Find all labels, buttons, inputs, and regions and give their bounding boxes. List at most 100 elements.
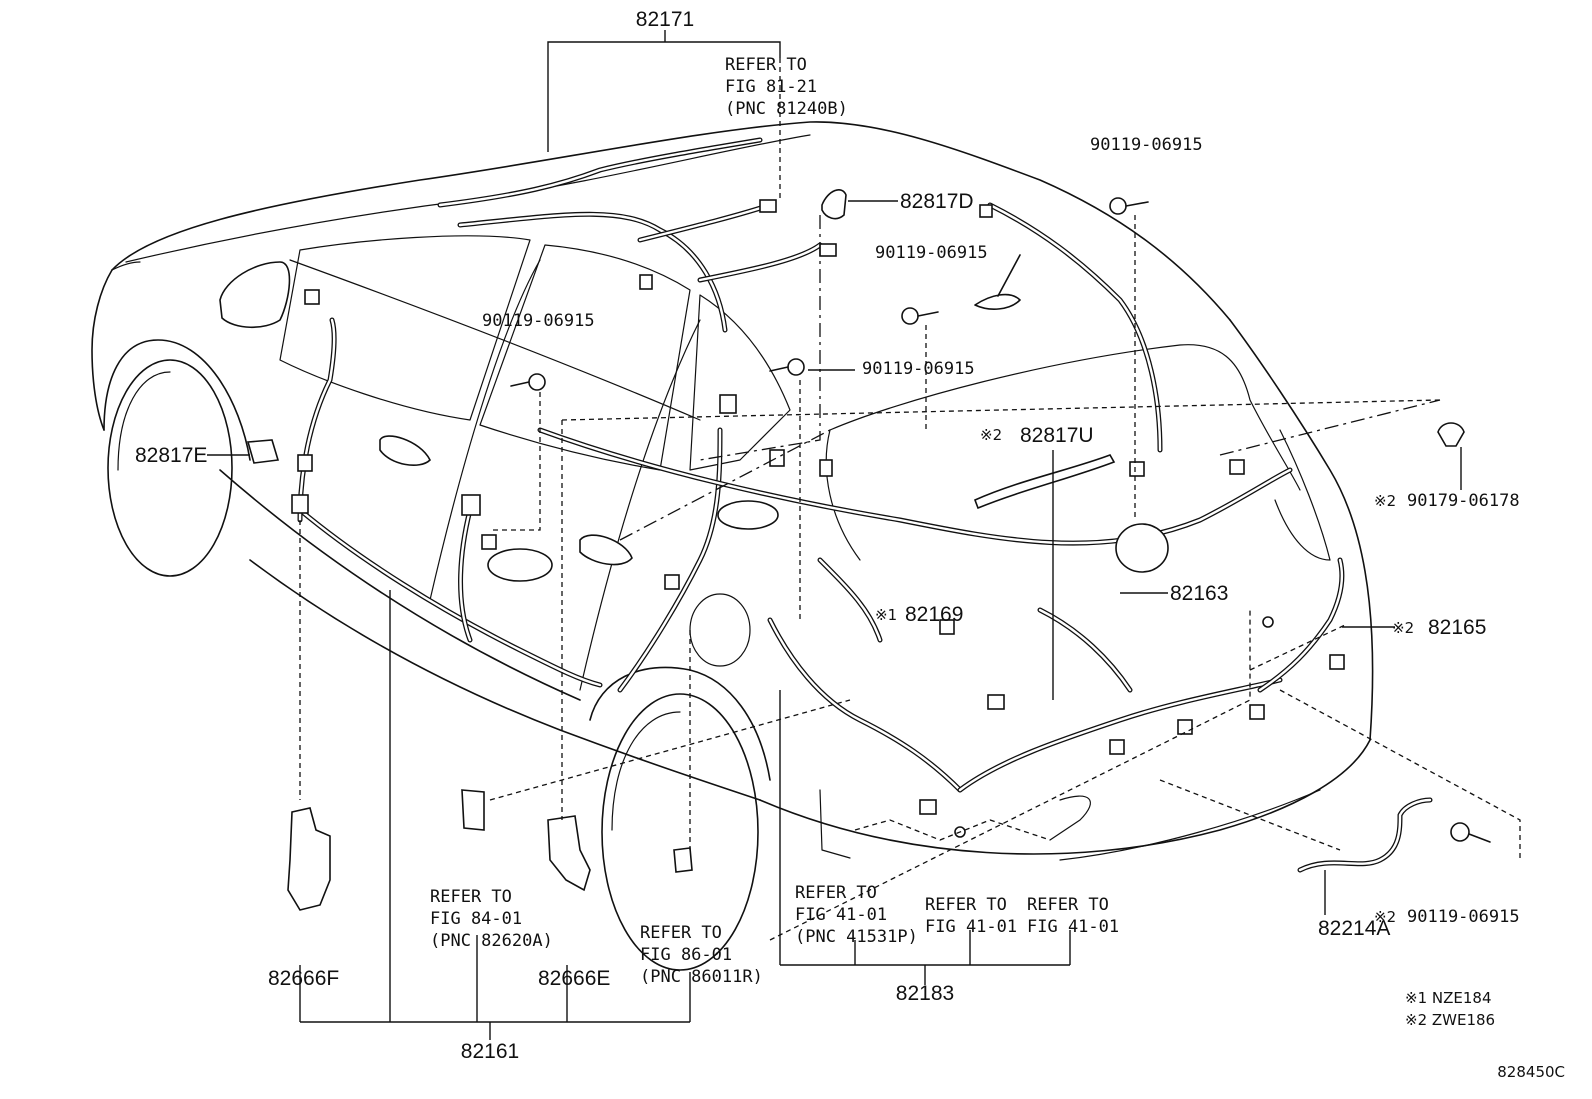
connector xyxy=(1109,739,1125,755)
label-82171: 82171 xyxy=(636,8,694,31)
rear-left-wheel xyxy=(601,693,759,971)
fuel-flap xyxy=(689,593,751,667)
legend: ※1 NZE184 ※2 ZWE186 828450C xyxy=(1405,989,1565,1081)
refer-line: FIG 41-01 xyxy=(925,917,1017,937)
connector xyxy=(939,619,955,635)
refer-note-fig81-21: REFER TO FIG 81-21 (PNC 81240B) xyxy=(725,55,848,119)
refer-note-fig41-01-pnc: REFER TO FIG 41-01 (PNC 41531P) xyxy=(795,883,918,947)
bracket-82666f xyxy=(287,807,331,911)
marker-82817u: ※2 xyxy=(980,426,1002,444)
bracket-82666e xyxy=(547,815,591,892)
label-bolt-mid: 90119-06915 xyxy=(875,243,988,263)
refer-line: FIG 81-21 xyxy=(725,77,817,97)
marker-82165: ※2 xyxy=(1392,619,1414,637)
grommet xyxy=(1262,616,1274,628)
connector xyxy=(819,459,833,477)
refer-line: (PNC 41531P) xyxy=(795,927,918,947)
grommet xyxy=(487,548,553,582)
label-clip-90179: 90179-06178 xyxy=(1407,491,1520,511)
label-82817u: 82817U xyxy=(1020,424,1094,447)
label-bolt-right: 90119-06915 xyxy=(1407,907,1520,927)
connector xyxy=(461,494,481,516)
label-82161: 82161 xyxy=(461,1040,519,1063)
label-82817d: 82817D xyxy=(900,190,974,213)
connector xyxy=(481,534,497,550)
connector xyxy=(1229,459,1245,475)
connector xyxy=(297,454,313,472)
connector xyxy=(1129,461,1145,477)
refer-line: REFER TO xyxy=(795,883,877,903)
clip-82817e xyxy=(246,439,280,464)
front-left-wheel xyxy=(107,359,233,577)
components xyxy=(246,189,1491,911)
connector xyxy=(1177,719,1193,735)
refer-note-fig86-01: REFER TO FIG 86-01 (PNC 86011R) xyxy=(640,923,763,987)
connector xyxy=(769,449,785,467)
connector xyxy=(719,394,737,414)
connector xyxy=(979,204,993,218)
label-bolt-top: 90119-06915 xyxy=(1090,135,1203,155)
refer-line: FIG 86-01 xyxy=(640,945,732,965)
connector xyxy=(1329,654,1345,670)
label-bolt-center: 90119-06915 xyxy=(862,359,975,379)
cable-41-01 xyxy=(1049,795,1091,841)
bolt-icon xyxy=(901,307,939,325)
refer-line: FIG 84-01 xyxy=(430,909,522,929)
refer-note-fig41-01-b: REFER TO FIG 41-01 xyxy=(925,895,1017,937)
refer-line: REFER TO xyxy=(430,887,512,907)
refer-note-fig84-01: REFER TO FIG 84-01 (PNC 82620A) xyxy=(430,887,553,951)
legend-note-1: ※1 NZE184 xyxy=(1405,989,1491,1007)
connector xyxy=(919,799,937,815)
refer-line: REFER TO xyxy=(725,55,807,75)
label-82183: 82183 xyxy=(896,982,954,1005)
connector xyxy=(304,289,320,305)
label-82666f: 82666F xyxy=(268,967,339,990)
label-bolt-left: 90119-06915 xyxy=(482,311,595,331)
refer-line: (PNC 86011R) xyxy=(640,967,763,987)
roof-antenna xyxy=(974,254,1021,310)
label-82817e: 82817E xyxy=(135,444,207,467)
refer-line: REFER TO xyxy=(1027,895,1109,915)
clip-82817d xyxy=(821,189,847,220)
82817u-strip xyxy=(973,454,1116,510)
cable-41531p xyxy=(819,789,851,859)
wire-harnesses xyxy=(297,137,1433,873)
connector xyxy=(664,574,680,590)
bracket-82620a xyxy=(461,789,485,831)
refer-line: (PNC 81240B) xyxy=(725,99,848,119)
refer-line: REFER TO xyxy=(925,895,1007,915)
connector xyxy=(759,199,777,213)
marker-bolt-right: ※2 xyxy=(1374,908,1396,926)
bolt-icon xyxy=(1109,197,1149,215)
marker-90179: ※2 xyxy=(1374,492,1396,510)
connector xyxy=(819,243,837,257)
connector xyxy=(1249,704,1265,720)
refer-line: (PNC 82620A) xyxy=(430,931,553,951)
label-82214a: 82214A xyxy=(1318,917,1390,940)
connector xyxy=(291,494,309,514)
label-82169: 82169 xyxy=(905,603,963,626)
leader-lines xyxy=(207,30,1521,1040)
connector xyxy=(639,274,653,290)
clip-90179 xyxy=(1437,422,1465,447)
legend-note-2: ※2 ZWE186 xyxy=(1405,1011,1495,1029)
grommet xyxy=(717,500,779,530)
rear-door-handle xyxy=(579,534,633,566)
refer-note-fig41-01-c: REFER TO FIG 41-01 xyxy=(1027,895,1119,937)
front-door-handle xyxy=(379,435,431,466)
bracket-86011r xyxy=(673,847,693,873)
connector xyxy=(987,694,1005,710)
marker-82169: ※1 xyxy=(875,606,897,624)
label-82165: 82165 xyxy=(1428,616,1486,639)
refer-line: FIG 41-01 xyxy=(1027,917,1119,937)
side-mirror xyxy=(219,261,291,329)
car-body-outline xyxy=(91,121,1374,971)
rear-lamp xyxy=(1115,523,1169,573)
illustration-number: 828450C xyxy=(1497,1063,1565,1081)
part-number-labels: 82171 82817D 82817E ※2 82817U 82163 ※1 8… xyxy=(135,8,1520,1063)
refer-line: REFER TO xyxy=(640,923,722,943)
bolt-icon xyxy=(1450,822,1491,843)
bolt-icon xyxy=(510,373,546,391)
refer-line: FIG 41-01 xyxy=(795,905,887,925)
